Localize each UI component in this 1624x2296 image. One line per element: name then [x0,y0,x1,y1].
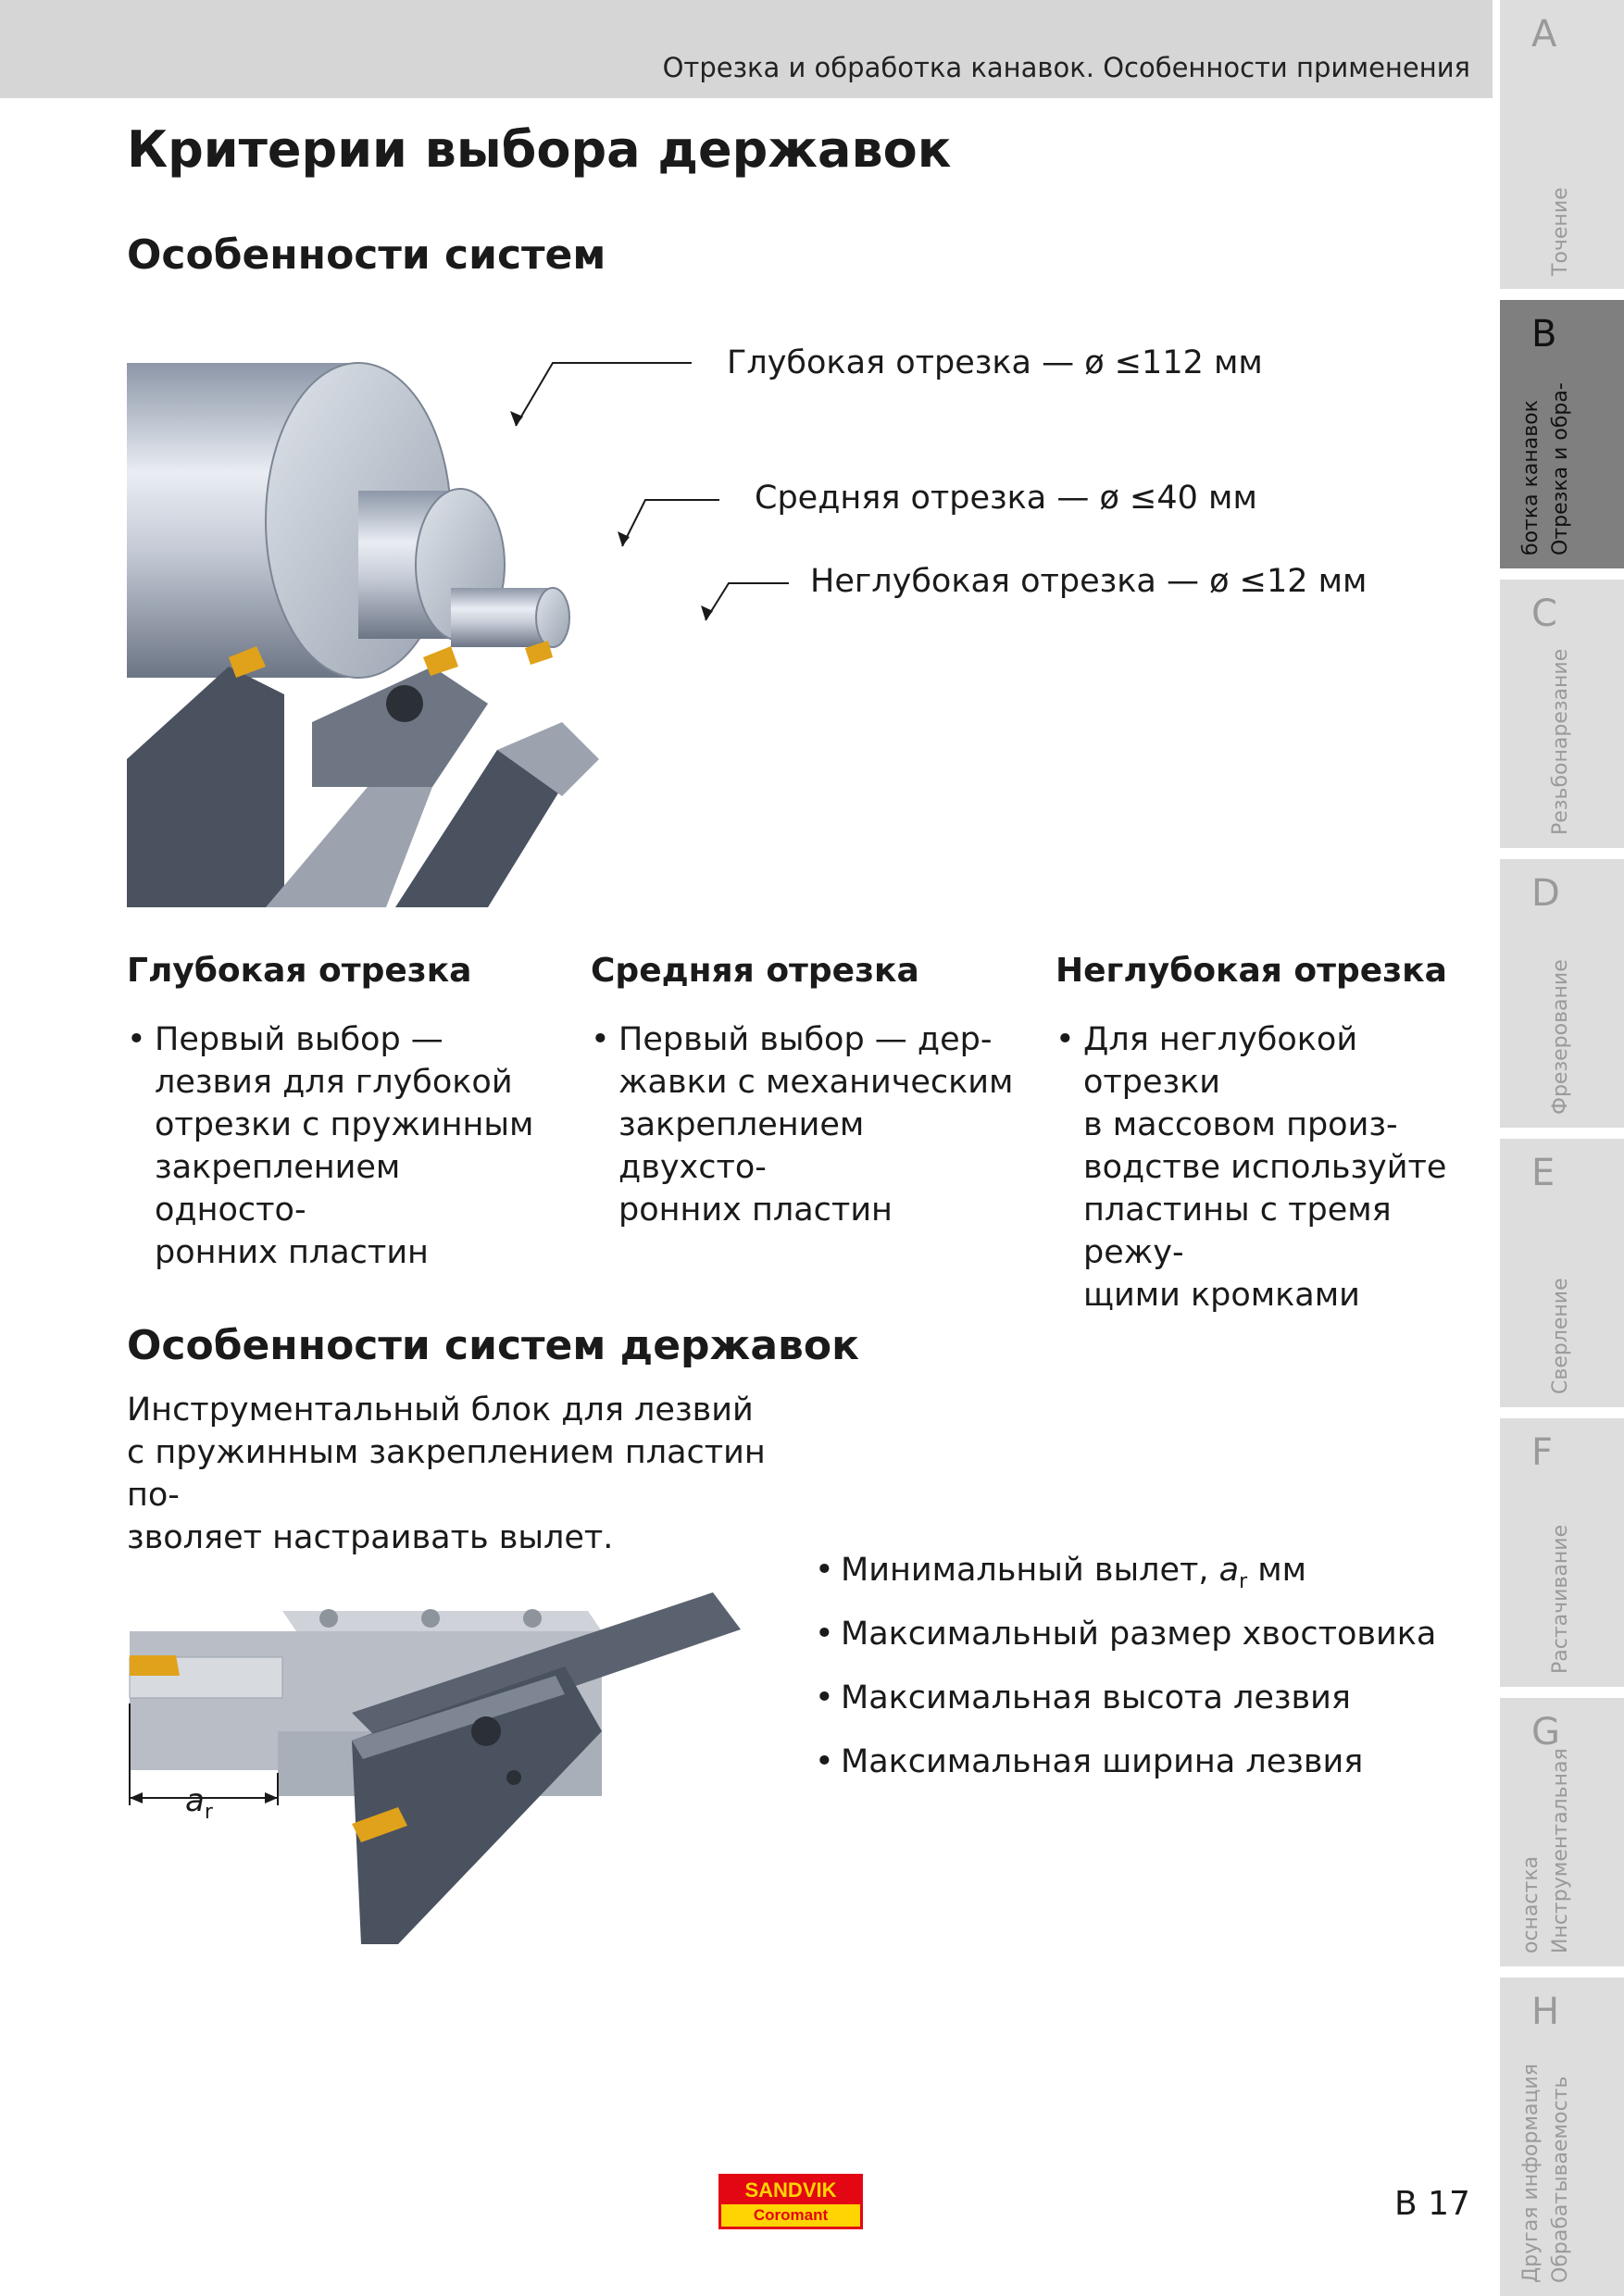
section-title: Отрезка и обработка канавок. Особенности… [662,52,1470,83]
tab-e[interactable]: E Сверление [1500,1139,1624,1407]
block-screw-1 [319,1609,338,1628]
dimension-label: ar [185,1782,213,1824]
tab-label: Отрезка и обра-ботка канавок [1519,382,1572,555]
tab-letter: H [1531,1990,1560,2033]
tab-letter: A [1531,13,1557,56]
tab-letter: D [1531,872,1560,915]
shallow-holder-block [497,722,599,796]
parting-systems-illustration [127,362,789,907]
header-band: Отрезка и обработка канавок. Особенности… [0,0,1493,98]
workpiece-small-face [535,587,570,648]
front-blade-edge [352,1676,565,1759]
dimension-arrow-right [265,1792,278,1803]
tab-c[interactable]: C Резьбонарезание [1500,580,1624,848]
block-insert [130,1655,180,1676]
deep-insert [229,646,266,678]
feature-item: Минимальный вылет, ar мм [815,1552,1436,1616]
front-blade-screw [471,1716,501,1746]
tool-block-top [282,1611,602,1631]
section-heading-systems: Особенности систем [127,231,606,279]
front-blade-hole [506,1770,521,1785]
leader-deep [515,362,692,427]
column-title-shallow: Неглубокая отрезка [1056,952,1447,990]
sandvik-logo: SANDVIK Coromant [718,2174,863,2229]
tab-f[interactable]: F Растачивание [1500,1418,1624,1687]
tool-block-illustration [129,1592,741,1944]
medium-insert [423,646,458,676]
shallow-insert [525,641,553,665]
shallow-holder-shank [395,750,562,907]
tab-letter: B [1531,313,1557,356]
chapter-tab-strip: A Точение B Отрезка и обра-ботка канавок… [1500,0,1624,2296]
medium-holder-shank [266,787,432,907]
callout-shallow: Неглубокая отрезка — ø ≤12 мм [810,563,1368,600]
tab-letter: E [1531,1152,1555,1194]
tab-a[interactable]: A Точение [1500,0,1624,289]
tab-d[interactable]: D Фрезерование [1500,859,1624,1128]
intro-paragraph: Инструментальный блок для лезвий с пружи… [127,1391,766,1556]
logo-brand: SANDVIK [744,2178,837,2202]
block-screw-3 [523,1609,542,1628]
callout-deep: Глубокая отрезка — ø ≤112 мм [727,344,1263,381]
callout-medium: Средняя отрезка — ø ≤40 мм [755,480,1257,517]
tab-b[interactable]: B Отрезка и обра-ботка канавок [1500,300,1624,568]
clamp-screw [386,685,423,722]
column-bullets-shallow: Для неглубокой отрезки в массовом произ-… [1056,1018,1481,1316]
column-title-medium: Средняя отрезка [591,952,919,990]
bullet-item: Первый выбор — лезвия для глубокой отрез… [127,1018,553,1274]
bullet-item: Для неглубокой отрезки в массовом произ-… [1056,1018,1481,1316]
tab-letter: F [1531,1431,1554,1474]
tab-label: Сверление [1549,1278,1572,1394]
tab-letter: G [1531,1711,1560,1753]
section-heading-holder-systems: Особенности систем державок [127,1322,859,1369]
leader-deep-arrow [510,411,523,426]
leader-medium-arrow [618,531,630,546]
front-insert [352,1807,407,1842]
leader-shallow-arrow [701,605,713,620]
dimension-arrow-left [130,1792,143,1803]
tab-label: Резьбонарезание [1549,648,1572,835]
medium-holder-block [312,667,488,787]
column-bullets-medium: Первый выбор — дер- жавки с механическим… [591,1018,1017,1231]
block-screw-2 [421,1609,440,1628]
page-title: Критерии выбора державок [127,120,952,179]
feature-list: Минимальный вылет, ar мм Максимальный ра… [815,1552,1436,1807]
leader-medium [621,499,719,547]
bullet-item: Первый выбор — дер- жавки с механическим… [591,1018,1017,1231]
feature-item: Максимальная ширина лезвия [815,1743,1436,1807]
feature-item: Максимальная высота лезвия [815,1679,1436,1743]
page-number: B 17 [1394,2185,1470,2223]
logo-sub: Coromant [753,2206,829,2224]
tab-letter: C [1531,593,1557,635]
tab-label: Точение [1549,187,1572,276]
column-title-deep: Глубокая отрезка [127,952,472,990]
tab-label: Растачивание [1549,1524,1572,1674]
deep-parting-blade [127,667,284,907]
tab-label: Фрезерование [1549,959,1572,1115]
column-bullets-deep: Первый выбор — лезвия для глубокой отрез… [127,1018,553,1274]
leader-shallow [705,582,789,621]
feature-item: Максимальный размер хвостовика [815,1616,1436,1679]
